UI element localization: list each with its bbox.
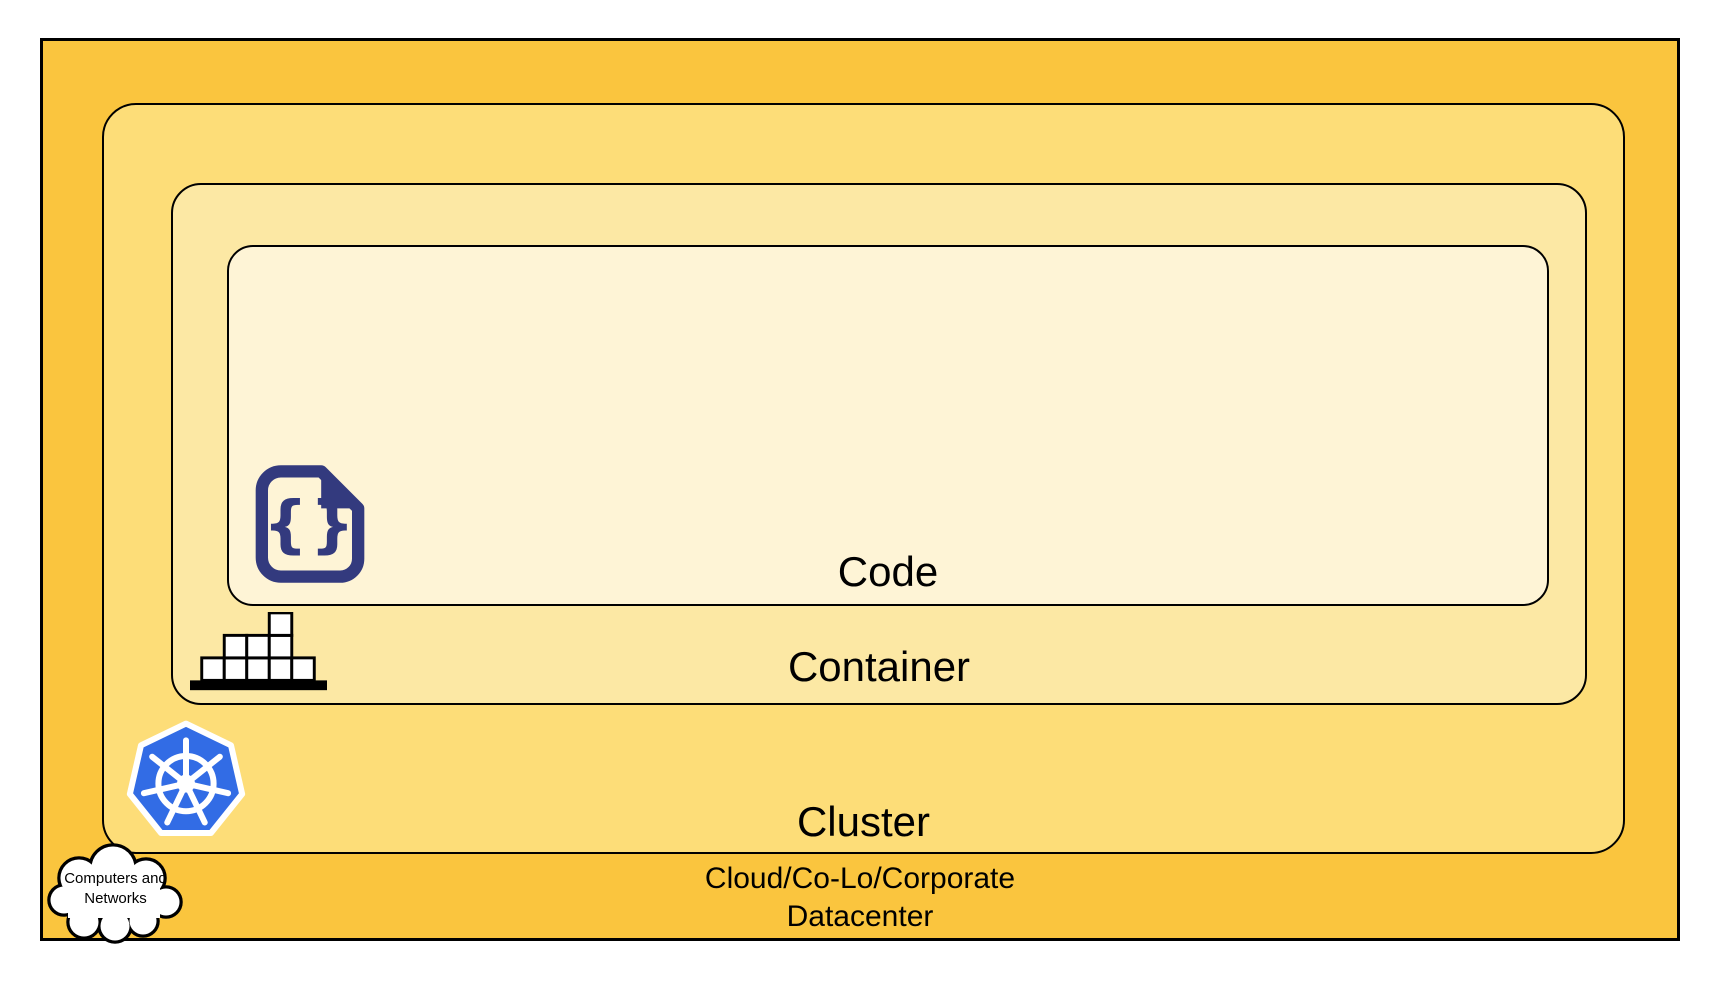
layer-label-container: Container bbox=[787, 643, 971, 690]
layer-code: {} Code bbox=[227, 245, 1549, 606]
layer-label-datacenter: Cloud/Co-Lo/Corporate Datacenter bbox=[43, 860, 1677, 936]
layer-datacenter: {} Code bbox=[40, 38, 1680, 941]
layer-cluster: {} Code bbox=[102, 103, 1625, 854]
layer-container: {} Code bbox=[171, 183, 1587, 705]
cloud-callout-label: Computers and Networks bbox=[43, 841, 188, 949]
cloud-callout-line1: Computers and bbox=[64, 870, 167, 887]
datacenter-label-line2: Datacenter bbox=[786, 900, 934, 933]
brick-stack bbox=[200, 612, 316, 682]
brick-base-bar bbox=[190, 680, 327, 691]
helm-wheel-hub bbox=[177, 774, 195, 793]
code-braces-glyph: {} bbox=[263, 487, 357, 560]
cloud-interior bbox=[50, 846, 180, 941]
cloud-icon bbox=[47, 843, 183, 944]
kubernetes-logo-icon bbox=[126, 720, 246, 837]
layer-label-cluster: Cluster bbox=[796, 798, 931, 845]
code-file-fold bbox=[321, 471, 359, 509]
cloud-callout: Computers and Networks bbox=[43, 841, 188, 949]
cloud-callout-line2: Networks bbox=[84, 890, 147, 907]
code-file-outline bbox=[255, 465, 365, 583]
layer-label-code: Code bbox=[837, 548, 939, 595]
datacenter-label-line1: Cloud/Co-Lo/Corporate bbox=[704, 862, 1016, 895]
container-bricks-icon bbox=[190, 612, 327, 691]
code-file-icon: {} bbox=[255, 465, 365, 583]
